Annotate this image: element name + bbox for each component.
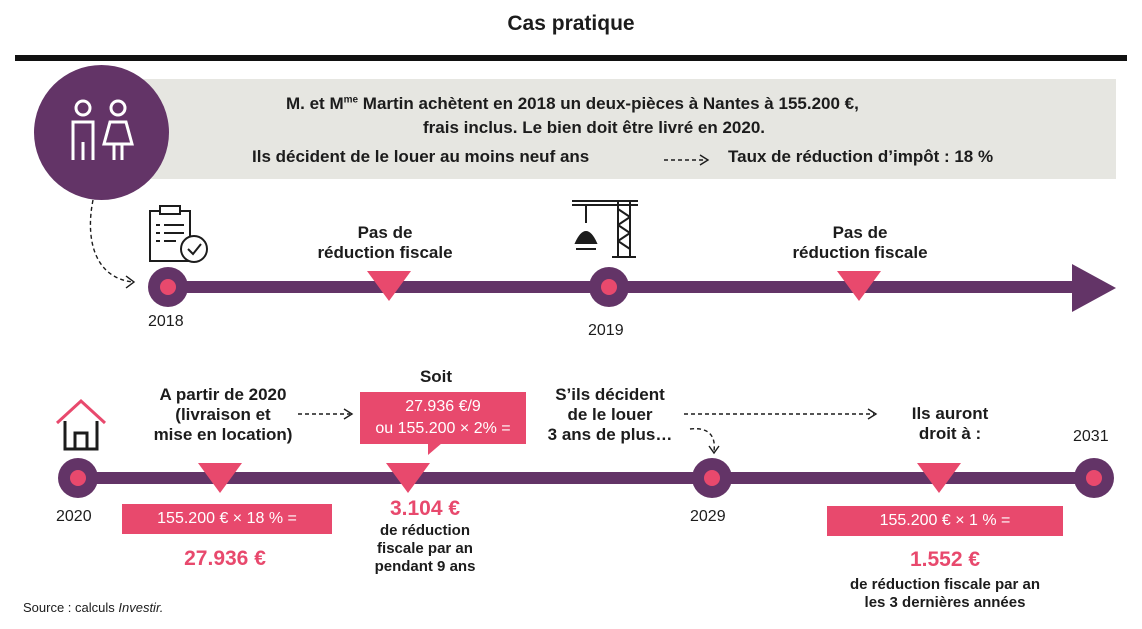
dashed-arrow-icon — [664, 154, 710, 166]
timeline-node-2029 — [692, 458, 732, 498]
dashed-arrow-icon — [298, 408, 354, 420]
house-icon — [55, 398, 107, 451]
marker-triangle — [386, 463, 430, 493]
year-2029: 2029 — [690, 508, 726, 525]
timeline-node-2019 — [589, 267, 629, 307]
page-title: Cas pratique — [507, 12, 635, 35]
couple-icon — [71, 99, 134, 160]
year-2031: 2031 — [1073, 428, 1109, 445]
timeline-node-2018 — [148, 267, 188, 307]
value-27936: 27.936 € — [184, 547, 266, 570]
title-rule — [15, 55, 1127, 61]
value-1552: 1.552 € — [909, 548, 981, 571]
dashed-arrow-icon — [684, 408, 878, 420]
timeline-2-line — [75, 472, 1095, 484]
year-2020: 2020 — [56, 508, 92, 525]
banner-line-3-right: Taux de réduction d’impôt : 18 % — [728, 147, 994, 166]
timeline-1-arrowhead — [1072, 264, 1116, 312]
callout-tail — [428, 443, 442, 455]
year-2018: 2018 — [148, 313, 184, 330]
marker-triangle — [198, 463, 242, 493]
value-3104: 3.104 € — [389, 497, 461, 520]
timeline-node-2020 — [58, 458, 98, 498]
calc-box-1-percent: 155.200 € × 1 % = — [827, 506, 1063, 536]
intro-banner — [130, 79, 1116, 179]
dashed-arrow-icon — [689, 428, 720, 455]
crane-icon — [572, 200, 638, 258]
banner-line-2: frais inclus. Le bien doit être livré en… — [423, 118, 766, 137]
marker-triangle — [917, 463, 961, 493]
banner-line-3-left: Ils décident de le louer au moins neuf a… — [252, 147, 590, 166]
source-note: Source : calculs Investir. — [23, 600, 164, 615]
calc-box-18-percent: 155.200 € × 18 % = — [122, 504, 332, 534]
marker-triangle — [837, 271, 881, 301]
checklist-icon — [149, 205, 208, 263]
banner-line-1: M. et Mme Martin achètent en 2018 un deu… — [286, 94, 859, 113]
marker-triangle — [367, 271, 411, 301]
soit-label: Soit — [419, 367, 453, 386]
avatar-circle — [34, 65, 169, 200]
dashed-arrow-icon — [89, 199, 136, 289]
year-2019: 2019 — [588, 322, 624, 339]
timeline-node-2031 — [1074, 458, 1114, 498]
